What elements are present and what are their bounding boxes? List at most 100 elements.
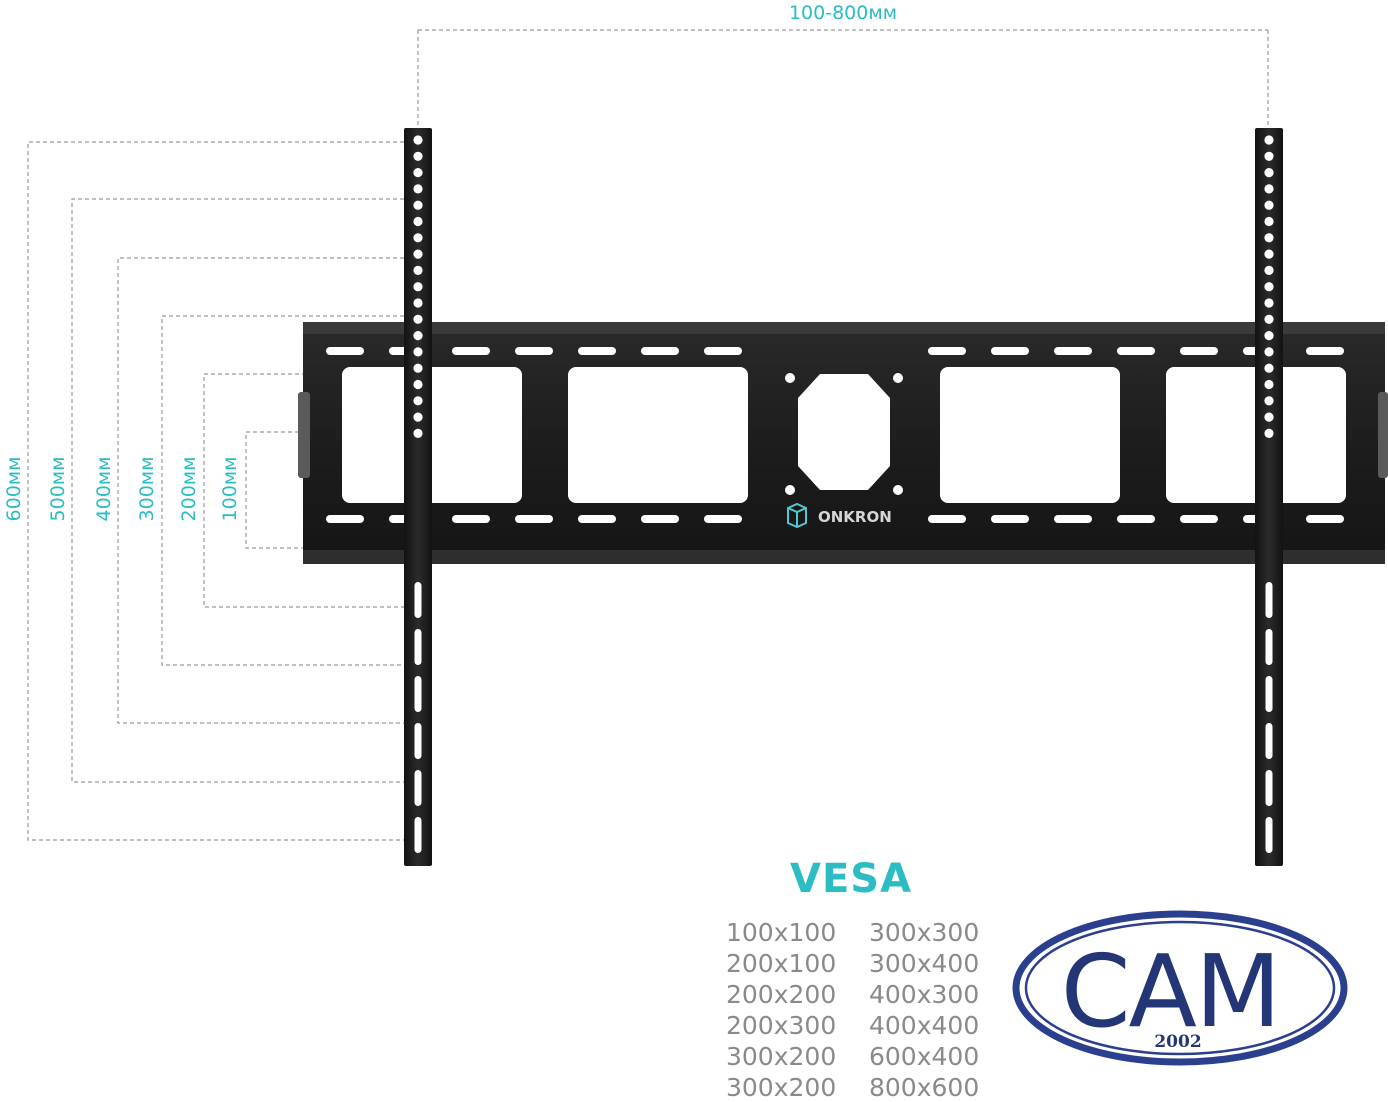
rail-slot [414,582,422,618]
vesa-size: 300x200 [726,1073,837,1102]
plate-slot [928,347,966,355]
plate-slot [578,347,616,355]
rail-hole [1264,412,1274,422]
vesa-size: 200x100 [726,949,837,978]
plate-slot [452,347,490,355]
rail-hole [413,265,423,275]
rail-hole [1264,314,1274,324]
rail-slot [1265,770,1273,806]
vesa-size: 300x300 [869,918,980,947]
rail-hole [413,249,423,259]
plate-slot [991,515,1029,523]
rail-hole [413,168,423,178]
plate-slot [641,515,679,523]
vesa-size: 400x300 [869,980,980,1009]
left-rail [404,128,432,866]
plate-slot [928,515,966,523]
plate-slot [1306,347,1344,355]
rail-slot [414,723,422,759]
rail-hole [413,412,423,422]
rail-hole [413,331,423,341]
plate-slot [704,347,742,355]
plate-slot [1306,515,1344,523]
rail-hole [413,379,423,390]
rail-slot [414,770,422,806]
cam-oval-logo: CAM 2002 [1012,910,1348,1066]
rail-hole [1264,363,1274,373]
plate-slot [991,347,1029,355]
plate-slot [704,515,742,523]
rail-hole [413,151,423,161]
rail-hole [1264,282,1274,292]
rail-hole [1264,298,1274,308]
plate-slot [452,515,490,523]
rail-slot [1265,817,1273,853]
plate-slot [641,347,679,355]
vesa-size: 300x200 [726,1042,837,1071]
rail-hole [413,314,423,324]
plate-slot [1054,515,1092,523]
rail-hole [413,282,423,292]
rail-slot [1265,629,1273,665]
rail-hole [1264,184,1274,194]
vertical-dimension-labels: 600мм 500мм 400мм 300мм 200мм 100мм [3,457,241,522]
dim-label-300: 300мм [136,457,158,522]
wall-plate [298,322,1388,564]
rail-hole [413,200,423,210]
rail-hole [413,184,423,194]
rail-hole [1264,396,1274,406]
plate-slot [1117,347,1155,355]
dim-label-600: 600мм [3,457,25,522]
rail-hole [1264,249,1274,259]
rail-hole [1264,379,1274,390]
dim-label-500: 500мм [47,457,69,522]
rail-slot [1265,582,1273,618]
rail-hole [1264,233,1274,243]
vesa-size: 200x200 [726,980,837,1009]
rail-hole [413,298,423,308]
dim-label-100: 100мм [219,457,241,522]
dim-label-200: 200мм [178,457,200,522]
vesa-title: VESA [790,856,913,902]
rail-hole [1264,428,1274,438]
rail-hole [1264,265,1274,275]
rail-hole [1264,331,1274,341]
rail-hole [413,396,423,406]
rail-hole [1264,135,1274,145]
rail-slot [414,629,422,665]
rail-hole [413,233,423,243]
rail-hole [413,363,423,373]
vesa-size: 200x300 [726,1011,837,1040]
plate-slot [326,347,364,355]
rail-hole [1264,151,1274,161]
rail-hole [413,135,423,145]
rail-slot [414,817,422,853]
logo-year: 2002 [1154,1032,1201,1052]
plate-slot [326,515,364,523]
plate-slot [1180,515,1218,523]
dim-label-400: 400мм [93,457,115,522]
rail-hole [413,428,423,438]
rail-slot [1265,723,1273,759]
plate-slot [515,347,553,355]
rail-hole [1264,347,1274,357]
plate-slot [1054,347,1092,355]
rail-slot [414,676,422,712]
rail-slot [1265,676,1273,712]
rail-hole [1264,168,1274,178]
rail-hole [413,216,423,227]
vesa-size: 300x400 [869,949,980,978]
rail-hole [413,347,423,357]
vesa-size: 100x100 [726,918,837,947]
vesa-size-list: 100x100 300x300 200x100 300x400 200x200 … [726,918,986,1102]
brand-name: ONKRON [818,508,892,526]
plate-slot [515,515,553,523]
vesa-size: 800x600 [869,1073,980,1102]
horizontal-dimension-label: 100-800мм [789,2,897,24]
right-rail [1255,128,1283,866]
onkron-logo-icon [787,502,807,529]
plate-slot [1180,347,1218,355]
plate-slot [1117,515,1155,523]
vesa-size: 400x400 [869,1011,980,1040]
